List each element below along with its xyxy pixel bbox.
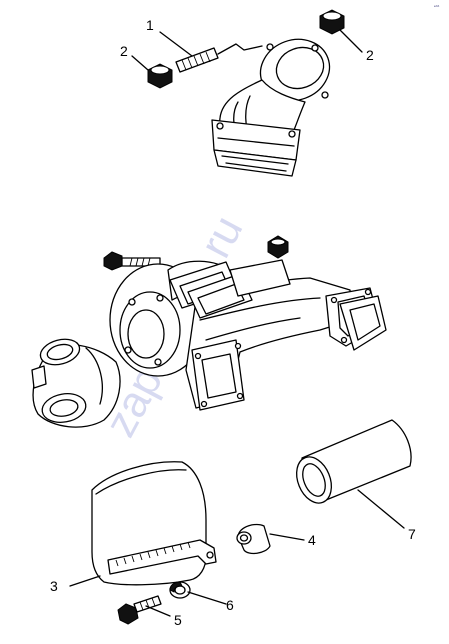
sleeve-part-7 — [296, 419, 412, 504]
callout-4: 4 — [308, 532, 316, 548]
callout-1: 1 — [146, 17, 154, 33]
callout-7: 7 — [408, 526, 416, 542]
elbow-pipe-upper — [211, 38, 331, 177]
nut-manifold-right — [267, 235, 289, 259]
callout-6: 6 — [226, 597, 234, 613]
bushing-part-4 — [236, 523, 271, 555]
callout-5: 5 — [174, 612, 182, 628]
bolt-manifold-left — [103, 251, 161, 271]
washer-part-6 — [169, 581, 191, 599]
callout-2-left: 2 — [120, 43, 128, 59]
turbo-compressor — [31, 338, 121, 428]
bolt-part-5 — [117, 595, 162, 625]
nut-part-2-right — [319, 9, 345, 35]
leader-stud-to-flange — [217, 43, 263, 55]
stud-bolt-part-1 — [175, 47, 219, 73]
exhaust-manifold — [169, 259, 387, 411]
callout-leaders — [69, 29, 405, 617]
callout-3: 3 — [50, 578, 58, 594]
heat-shield-part-3 — [91, 461, 217, 586]
nut-part-2-left — [147, 63, 173, 89]
callout-2-right: 2 — [366, 47, 374, 63]
corner-mark: •ˣᵃ — [434, 4, 439, 10]
